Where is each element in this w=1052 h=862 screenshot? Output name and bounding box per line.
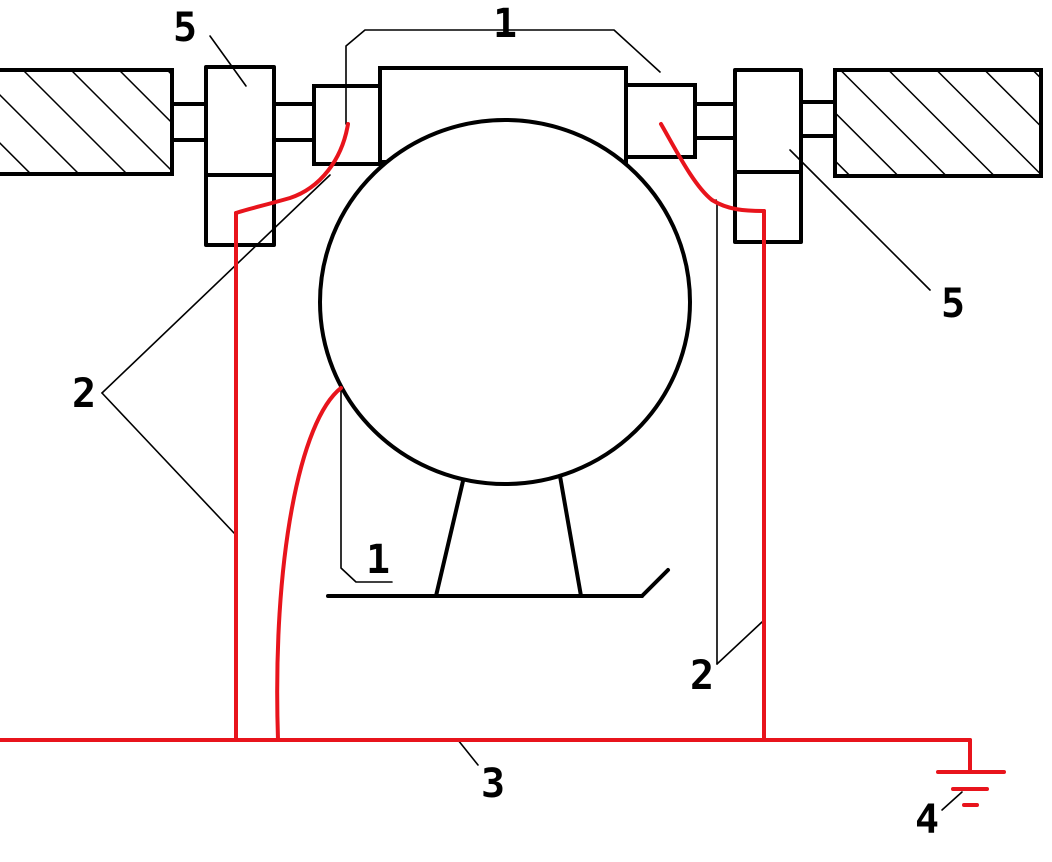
grounding-conductors [0, 122, 1006, 807]
left-clamp-block-5 [204, 65, 276, 247]
right-clamp-block-5 [733, 68, 803, 244]
label-5-left: 5 [173, 5, 198, 51]
label-1-top: 1 [493, 1, 518, 47]
label-5-right: 5 [941, 281, 966, 327]
label-2-right: 2 [690, 653, 715, 699]
label-4: 4 [915, 797, 940, 843]
label-3: 3 [481, 761, 506, 807]
left-wall-support [0, 68, 174, 176]
right-flange-1 [624, 83, 697, 159]
right-wall-support [833, 68, 1043, 178]
leader-lines [101, 29, 963, 811]
label-2-left: 2 [72, 371, 97, 417]
tank-vessel [318, 118, 692, 486]
label-1-bottom: 1 [366, 537, 391, 583]
tank-stand [326, 474, 670, 598]
